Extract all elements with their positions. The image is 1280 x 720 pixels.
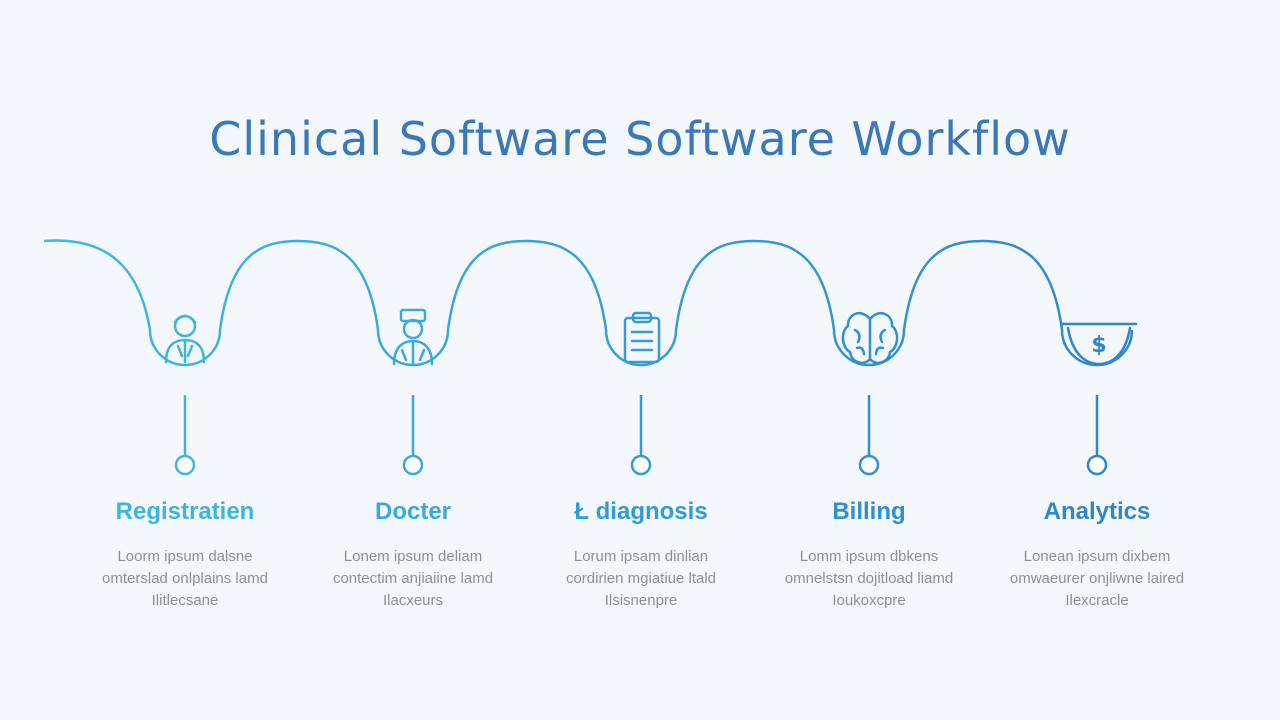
step-description-line: Lorum ipsam dinlian	[573, 548, 709, 565]
step-description-line: Ilacxeurs	[382, 592, 444, 609]
step-description-line: Lomm ipsum dbkens	[799, 548, 939, 565]
step-label: Billing	[832, 498, 906, 525]
step-description-line: Loorm ipsum dalsne	[117, 548, 253, 565]
money-icon: $	[1060, 322, 1138, 366]
timeline-node	[1086, 454, 1108, 476]
clipboard-icon	[623, 311, 661, 364]
step-description-line: Lonean ipsum dixbem	[1023, 548, 1171, 565]
timeline-node	[402, 454, 424, 476]
step-description: Lomm ipsum dbkens omnelstsn dojitload lia…	[759, 546, 979, 612]
step-description-line: Ilitlecsane	[151, 592, 219, 609]
step-description: Lorum ipsam dinlian cordirien mgiatiue lt…	[531, 546, 751, 612]
svg-text:$: $	[1091, 333, 1106, 358]
step-description-line: Ilsisnenpre	[604, 592, 678, 609]
step-description-line: cordirien mgiatiue ltald	[565, 570, 717, 587]
timeline-node	[858, 454, 880, 476]
step-label: Analytics	[1043, 498, 1151, 525]
step-description-line: contectim anjiaiine lamd	[332, 570, 494, 587]
step-description-line: Lonem ipsum deliam	[343, 548, 483, 565]
step-description-line: omnelstsn dojitload liamd	[784, 570, 954, 587]
step-label: Registratien	[115, 498, 255, 525]
wave-connector	[43, 239, 1134, 367]
page-title: Clinical Software Software Workflow	[209, 112, 1071, 166]
step-label: Ł diagnosis	[574, 498, 708, 525]
step-description: Lonean ipsum dixbem omwaeurer onjliwne la…	[987, 546, 1207, 612]
doctor-icon	[392, 308, 434, 366]
step-description-line: Ioukoxcpre	[832, 592, 906, 609]
step-description: Loorm ipsum dalsne omterslad onlplains la…	[75, 546, 295, 612]
step-description-line: Ilexcracle	[1065, 592, 1129, 609]
step-label: Docter	[374, 498, 452, 525]
timeline-node	[174, 454, 196, 476]
step-description: Lonem ipsum deliam contectim anjiaiine la…	[303, 546, 523, 612]
brain-icon	[841, 311, 899, 364]
timeline-node	[630, 454, 652, 476]
step-description-line: omwaeurer onjliwne laired	[1009, 570, 1185, 587]
patient-icon	[164, 314, 206, 364]
step-description-line: omterslad onlplains lamd	[102, 570, 268, 587]
